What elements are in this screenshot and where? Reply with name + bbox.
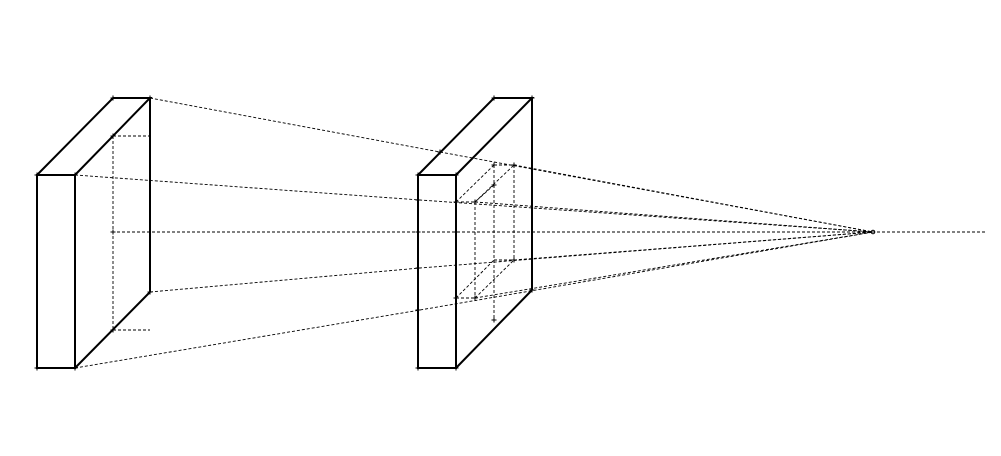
focal-point [870, 229, 876, 235]
large-slab [36, 97, 153, 369]
focal-point-marker [870, 229, 876, 235]
inner-edge [474, 259, 515, 299]
ray-inner-top [513, 164, 874, 233]
large-slab-top-edge [36, 97, 153, 176]
inner-edge [474, 184, 495, 203]
inner-edge [455, 259, 495, 299]
ray-inner-lower [513, 231, 874, 261]
vertex-markers [34, 95, 535, 371]
small-slab-front-face [417, 174, 457, 369]
large-slab-front-face [36, 174, 76, 369]
small-slab-bottom-edge [455, 289, 533, 369]
ray-inner-upper [474, 201, 874, 233]
projection-rays [74, 97, 874, 369]
small-slab [417, 97, 535, 369]
ray-upper [74, 174, 874, 233]
small-slab-top-edge [417, 97, 535, 176]
ray-inner-bottom [474, 231, 874, 299]
ray-bottom [74, 231, 874, 369]
inner-edge [455, 164, 495, 203]
